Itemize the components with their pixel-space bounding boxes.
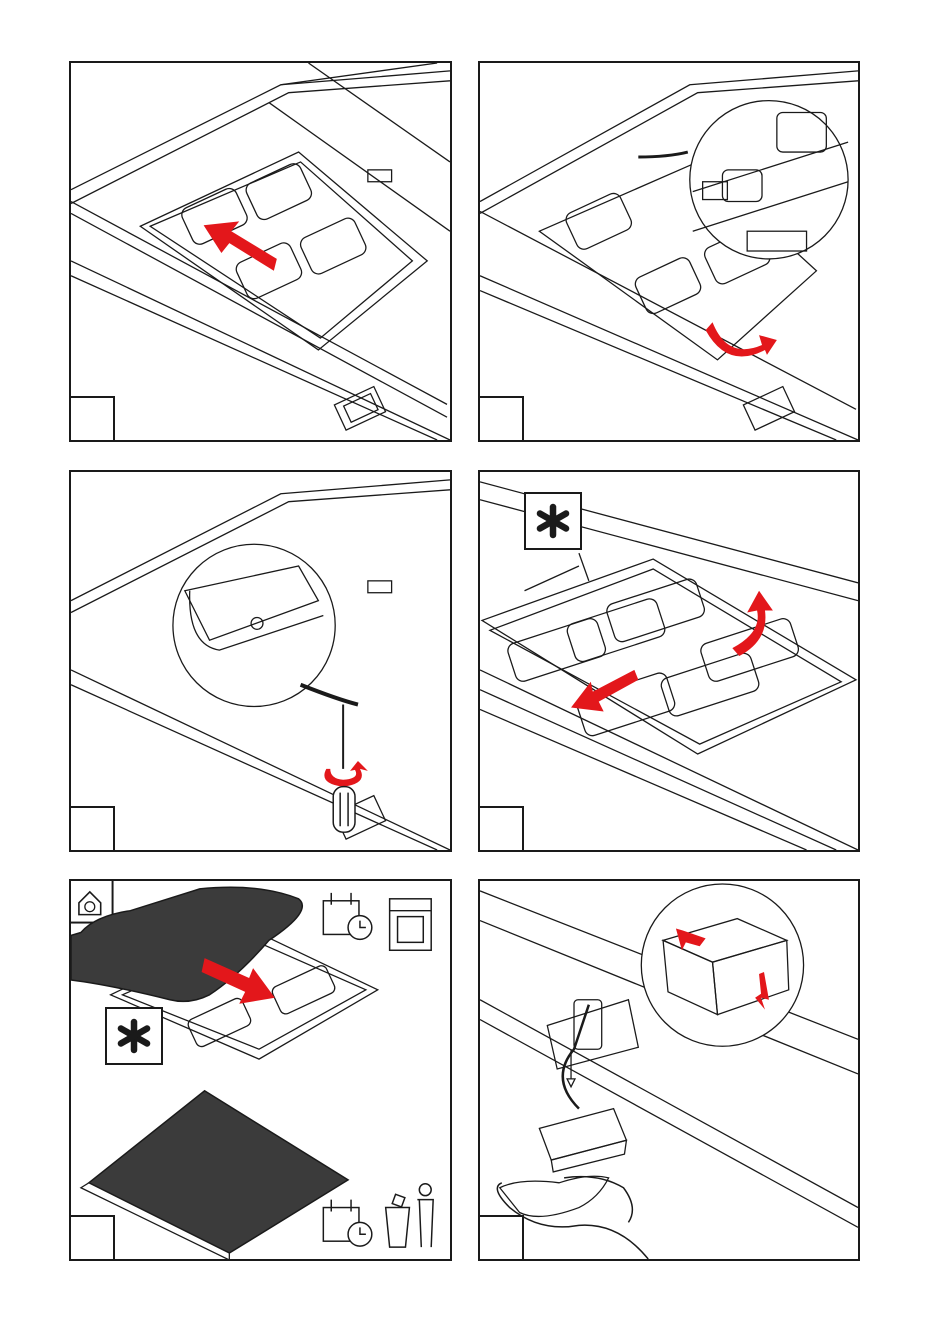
- calendar-clock-icon: [323, 893, 371, 940]
- trash-bin-person-icon: [386, 1184, 433, 1247]
- step-number-box-3: [69, 806, 115, 852]
- asterisk-callout-icon: [524, 492, 582, 550]
- step-panel-3: [69, 470, 452, 852]
- screwdriver-icon: [333, 787, 355, 833]
- red-rotate-arrow-icon: [324, 761, 367, 787]
- step-2-illustration: [480, 63, 858, 440]
- step-3-illustration: [71, 472, 450, 850]
- step-number-box-2: [478, 396, 524, 442]
- step-panel-4: [478, 470, 860, 852]
- step-5-illustration: [71, 881, 450, 1259]
- calendar-clock-icon: [323, 1200, 371, 1247]
- step-1-illustration: [71, 63, 450, 440]
- step-panel-1: [69, 61, 452, 442]
- dishwasher-icon: [390, 899, 432, 950]
- red-slide-arrow-icon: [204, 221, 277, 270]
- step-panel-2: [478, 61, 860, 442]
- step-6-illustration: [480, 881, 858, 1259]
- asterisk-callout-icon: [105, 1007, 163, 1065]
- step-number-box-6: [478, 1215, 524, 1261]
- step-number-box-1: [69, 396, 115, 442]
- step-number-box-5: [69, 1215, 115, 1261]
- step-number-box-4: [478, 806, 524, 852]
- step-panel-6: [478, 879, 860, 1261]
- red-rotate-arrow-icon: [706, 322, 777, 356]
- step-panel-5: [69, 879, 452, 1261]
